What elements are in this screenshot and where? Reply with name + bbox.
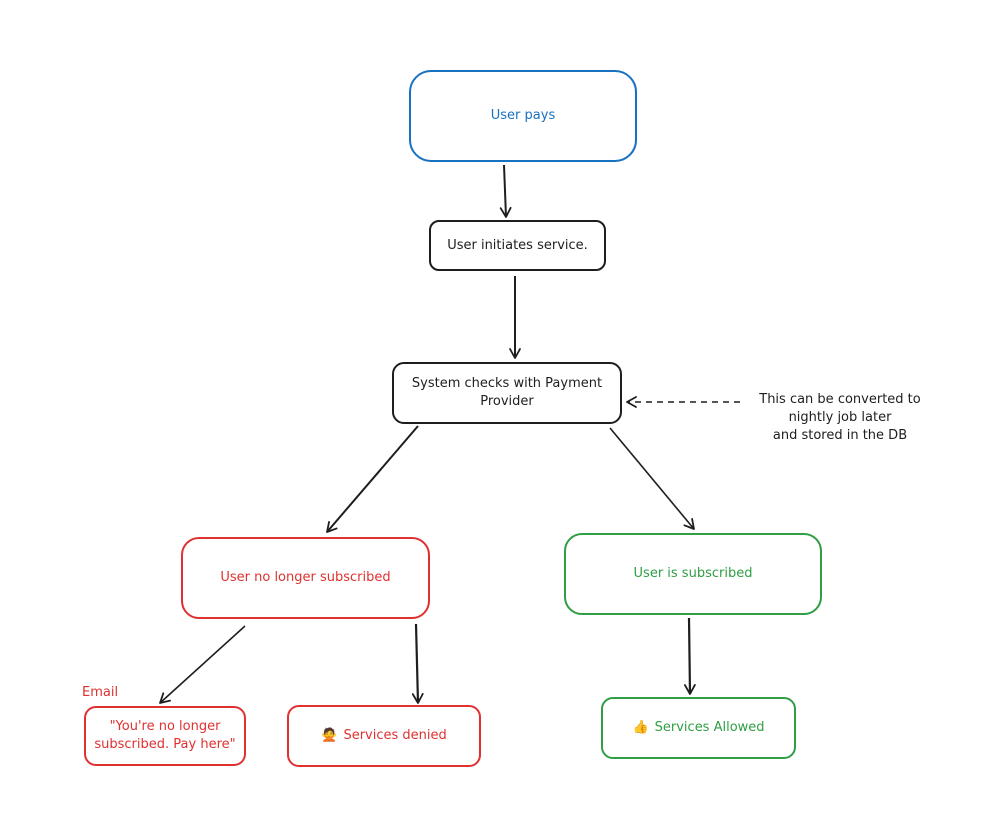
arrow-subscribed-to-allowed bbox=[683, 617, 696, 695]
arrow-no-longer-to-email bbox=[159, 625, 246, 704]
node-services-allowed: 👍 Services Allowed bbox=[601, 697, 796, 759]
email-edge-label: Email bbox=[82, 685, 119, 700]
node-services-allowed-label: Services Allowed bbox=[654, 720, 765, 735]
node-user-no-longer-subscribed: User no longer subscribed bbox=[181, 537, 430, 619]
arrow-no-longer-to-denied bbox=[411, 623, 424, 704]
arrow-system-to-subscribed bbox=[609, 427, 695, 530]
node-system-checks-payment-label: System checks with Payment Provider bbox=[411, 376, 603, 409]
node-user-pays-label: User pays bbox=[490, 108, 556, 123]
node-email-message-label: "You're no longer subscribed. Pay here" bbox=[94, 719, 236, 752]
node-system-checks-payment: System checks with Payment Provider bbox=[392, 362, 622, 424]
node-user-no-longer-subscribed-label: User no longer subscribed bbox=[220, 570, 391, 585]
node-user-is-subscribed: User is subscribed bbox=[564, 533, 822, 615]
nightly-job-note: This can be converted to nightly job lat… bbox=[759, 392, 921, 443]
thumbs-up-icon: 👍 bbox=[632, 720, 649, 735]
arrow-pays-to-initiates bbox=[499, 164, 512, 218]
arrow-system-to-no-longer bbox=[326, 425, 419, 533]
node-user-pays: User pays bbox=[409, 70, 637, 162]
node-user-is-subscribed-label: User is subscribed bbox=[633, 566, 753, 581]
node-user-initiates-service-label: User initiates service. bbox=[447, 237, 588, 253]
node-services-denied-label: Services denied bbox=[343, 728, 447, 743]
node-services-denied: 🙅 Services denied bbox=[287, 705, 481, 767]
node-email-message: "You're no longer subscribed. Pay here" bbox=[84, 706, 246, 766]
person-gesturing-no-icon: 🙅 bbox=[321, 728, 338, 743]
node-user-initiates-service: User initiates service. bbox=[429, 220, 606, 271]
